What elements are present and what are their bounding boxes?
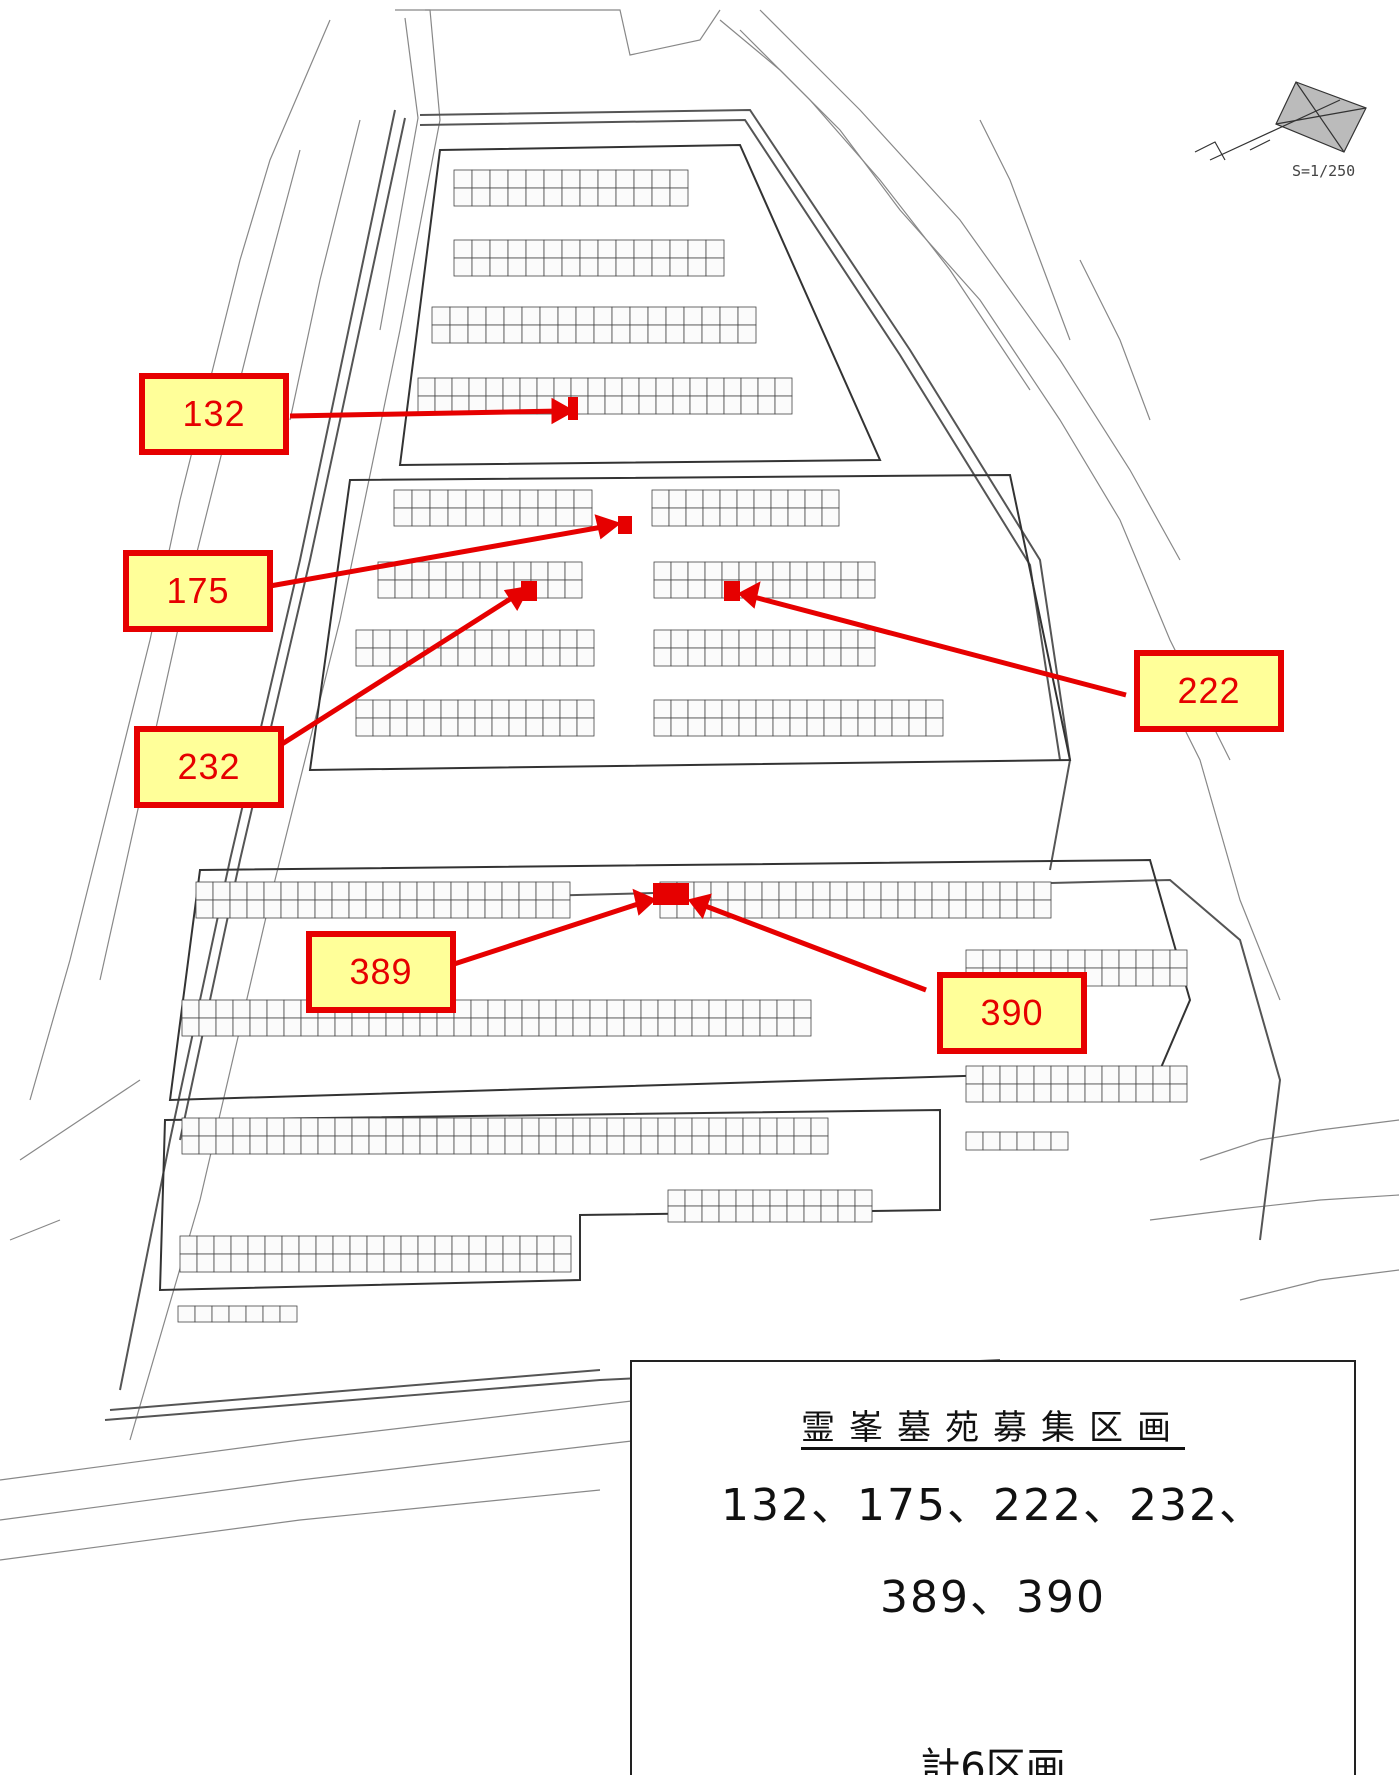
plot-389-390-marker	[653, 883, 689, 905]
info-plot-list-line2: 389、390	[880, 1572, 1106, 1623]
callout-arrows	[269, 397, 1127, 993]
info-total: 計6区画	[920, 1745, 1066, 1775]
section-outlines	[158, 143, 1192, 1292]
grave-plot-grid	[177, 169, 1188, 1323]
highlighted-plots	[521, 397, 740, 905]
callout-232: 232	[134, 726, 284, 808]
plot-222-marker	[724, 581, 740, 601]
info-title: 霊峯墓苑募集区画	[801, 1408, 1185, 1448]
plot-175-marker	[618, 516, 632, 534]
callout-389: 389	[306, 931, 456, 1013]
north-arrow-icon	[1194, 81, 1367, 161]
recruitment-info-box: 霊峯墓苑募集区画 132、175、222、232、 389、390 計6区画	[630, 1360, 1356, 1775]
info-plot-list-line1: 132、175、222、232、	[721, 1480, 1265, 1531]
callout-132: 132	[139, 373, 289, 455]
plot-132-marker	[568, 397, 578, 420]
callout-175: 175	[123, 550, 273, 632]
callout-222: 222	[1134, 650, 1284, 732]
scale-label: S=1/250	[1292, 162, 1356, 180]
callout-390: 390	[937, 972, 1087, 1054]
